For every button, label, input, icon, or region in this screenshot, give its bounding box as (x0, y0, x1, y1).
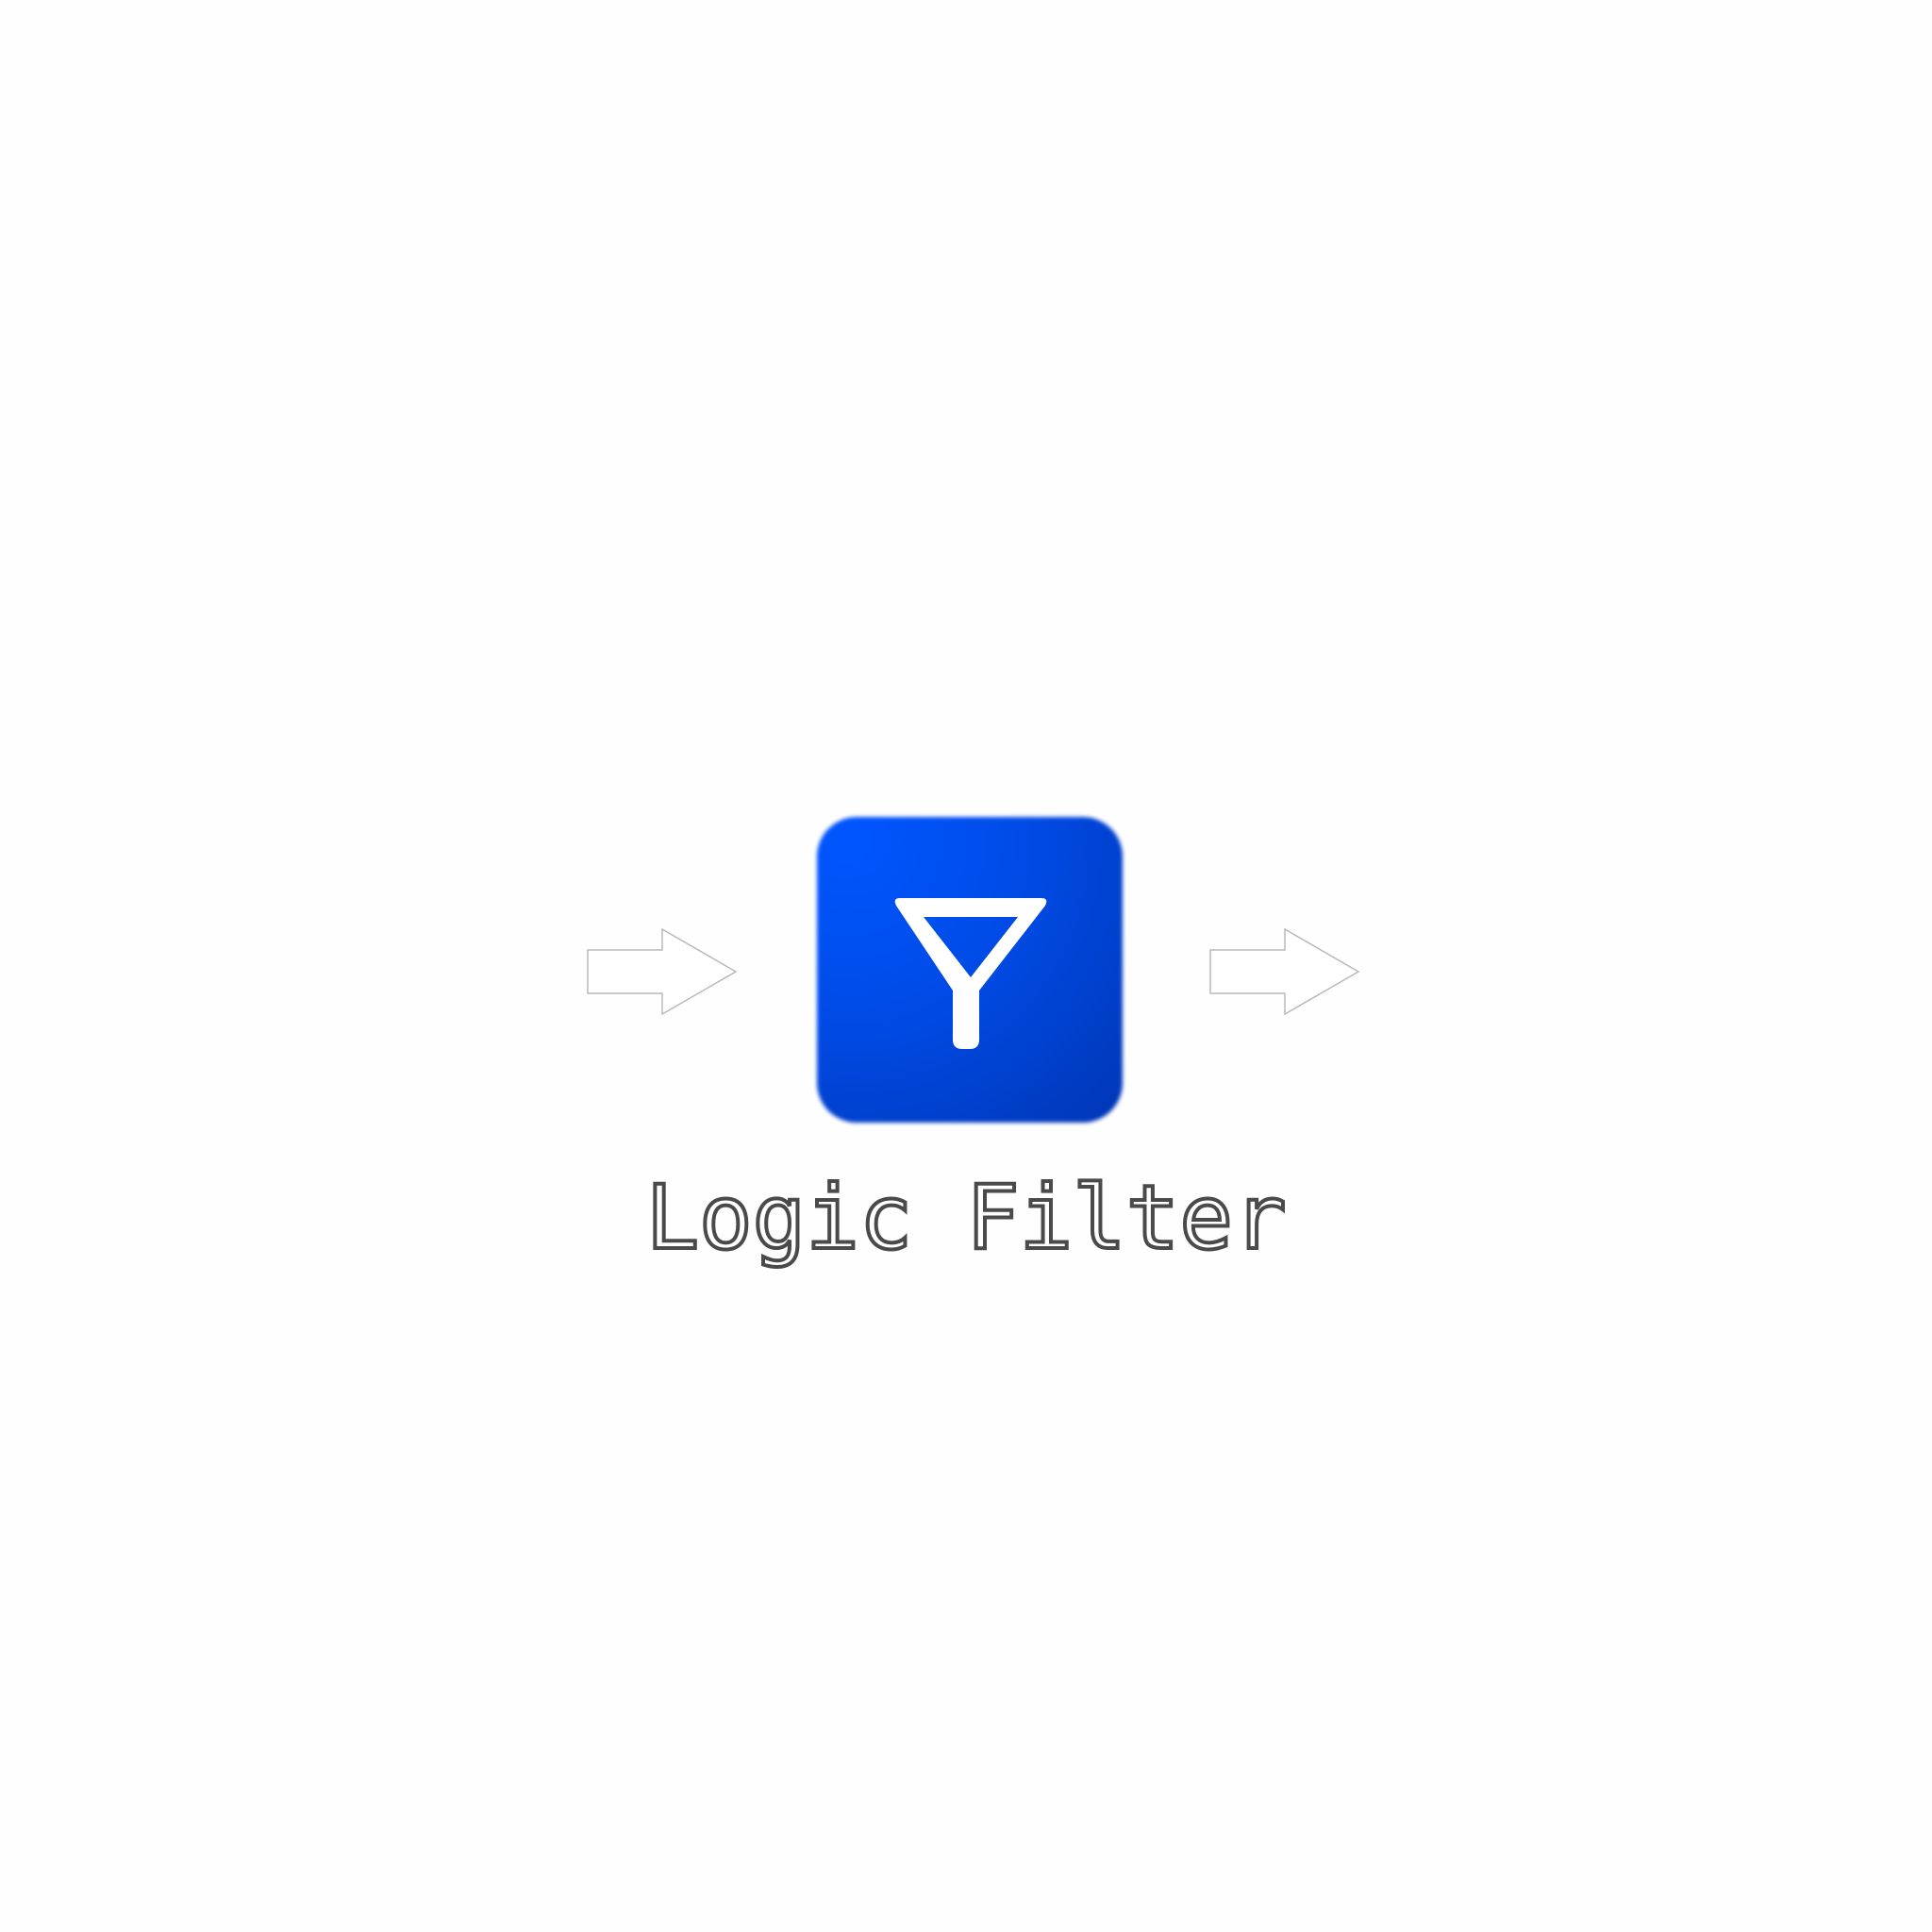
input-arrow-icon (587, 928, 738, 1015)
node-title: Logic Filter (643, 1165, 1288, 1272)
funnel-filter-icon (894, 898, 1047, 1049)
output-arrow-icon (1209, 928, 1360, 1015)
filter-node (817, 817, 1123, 1123)
